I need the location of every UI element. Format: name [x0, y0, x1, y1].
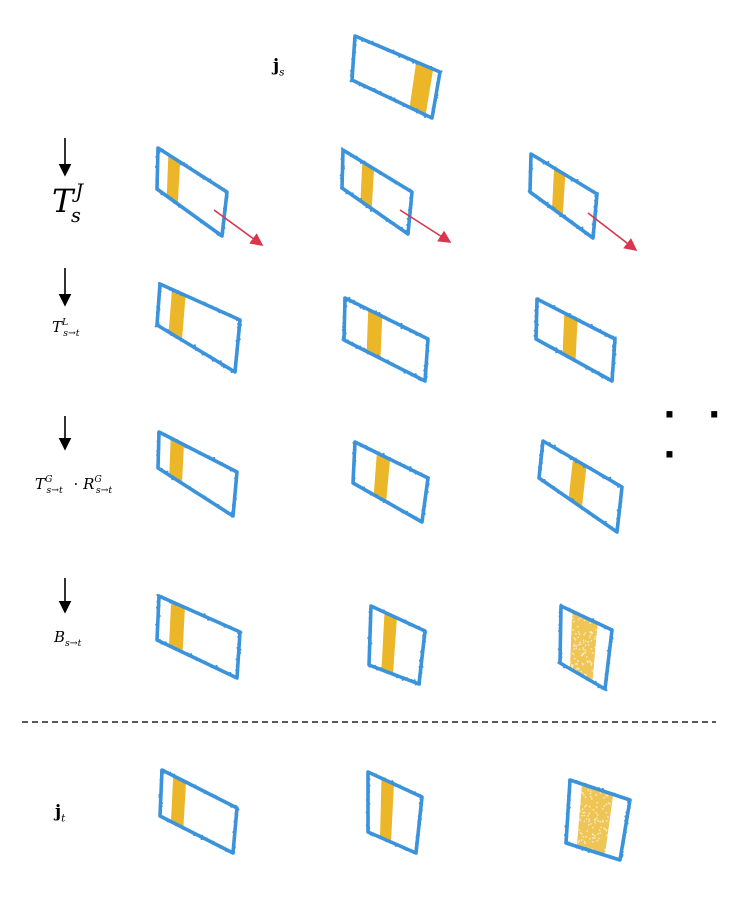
frame-jt-c1: [158, 768, 240, 855]
label-TG-RG-s-to-t: TGs→t · RGs→t: [35, 474, 113, 496]
ellipsis-dots: · · ·: [663, 395, 731, 475]
label-T-L-s-to-t: TLs→t: [52, 317, 80, 339]
frame-outline: [155, 282, 242, 374]
frame-outline: [155, 594, 242, 680]
frame-fill-band: [360, 161, 375, 209]
frame-r1-c1: [154, 146, 229, 238]
frame-r2-c1: [154, 281, 243, 374]
frame-fill-band: [552, 168, 566, 216]
label-B-s-to-t: Bs→t: [54, 628, 82, 649]
frame-outline: [351, 440, 430, 524]
frame-r4-c2: [367, 604, 428, 686]
frame-fill-band: [169, 601, 185, 653]
label-j-t: jt: [55, 802, 66, 825]
frame-fill-band: [166, 154, 181, 205]
frame-r3-c2: [351, 440, 431, 524]
frame-r3-c3: [537, 439, 624, 534]
frame-r2-c3: [533, 297, 617, 383]
frame-outline: [342, 296, 430, 383]
frame-fill-band: [381, 612, 397, 675]
frame-fill-band: [169, 438, 184, 484]
motion-arrow-1: [213, 209, 264, 246]
frame-fill-band: [170, 775, 186, 828]
frame-r1-c2: [339, 147, 414, 236]
frame-r2-c2: [341, 296, 430, 383]
frame-fill-band: [366, 309, 383, 359]
frame-r1-c3: [527, 152, 599, 240]
frame-fill-band: [380, 778, 394, 843]
frame-fill-band: [409, 61, 434, 115]
frame-fill-band: [568, 458, 587, 508]
label-j-s: js: [273, 56, 285, 79]
frame-outline: [366, 770, 424, 855]
motion-arrow-2: [399, 209, 452, 243]
frame-fill-band: [562, 313, 578, 361]
frame-r4-c3: [557, 603, 614, 692]
frame-jt-c3: [563, 778, 632, 862]
frame-fill-band: [373, 452, 391, 502]
frame-r3-c1: [156, 430, 239, 518]
frame-r4-c1: [155, 593, 243, 680]
frame-js: [349, 34, 443, 120]
frame-outline: [340, 148, 414, 236]
motion-arrow-3: [587, 212, 638, 251]
frame-jt-c2: [365, 770, 424, 855]
frame-fill-band: [168, 289, 186, 341]
